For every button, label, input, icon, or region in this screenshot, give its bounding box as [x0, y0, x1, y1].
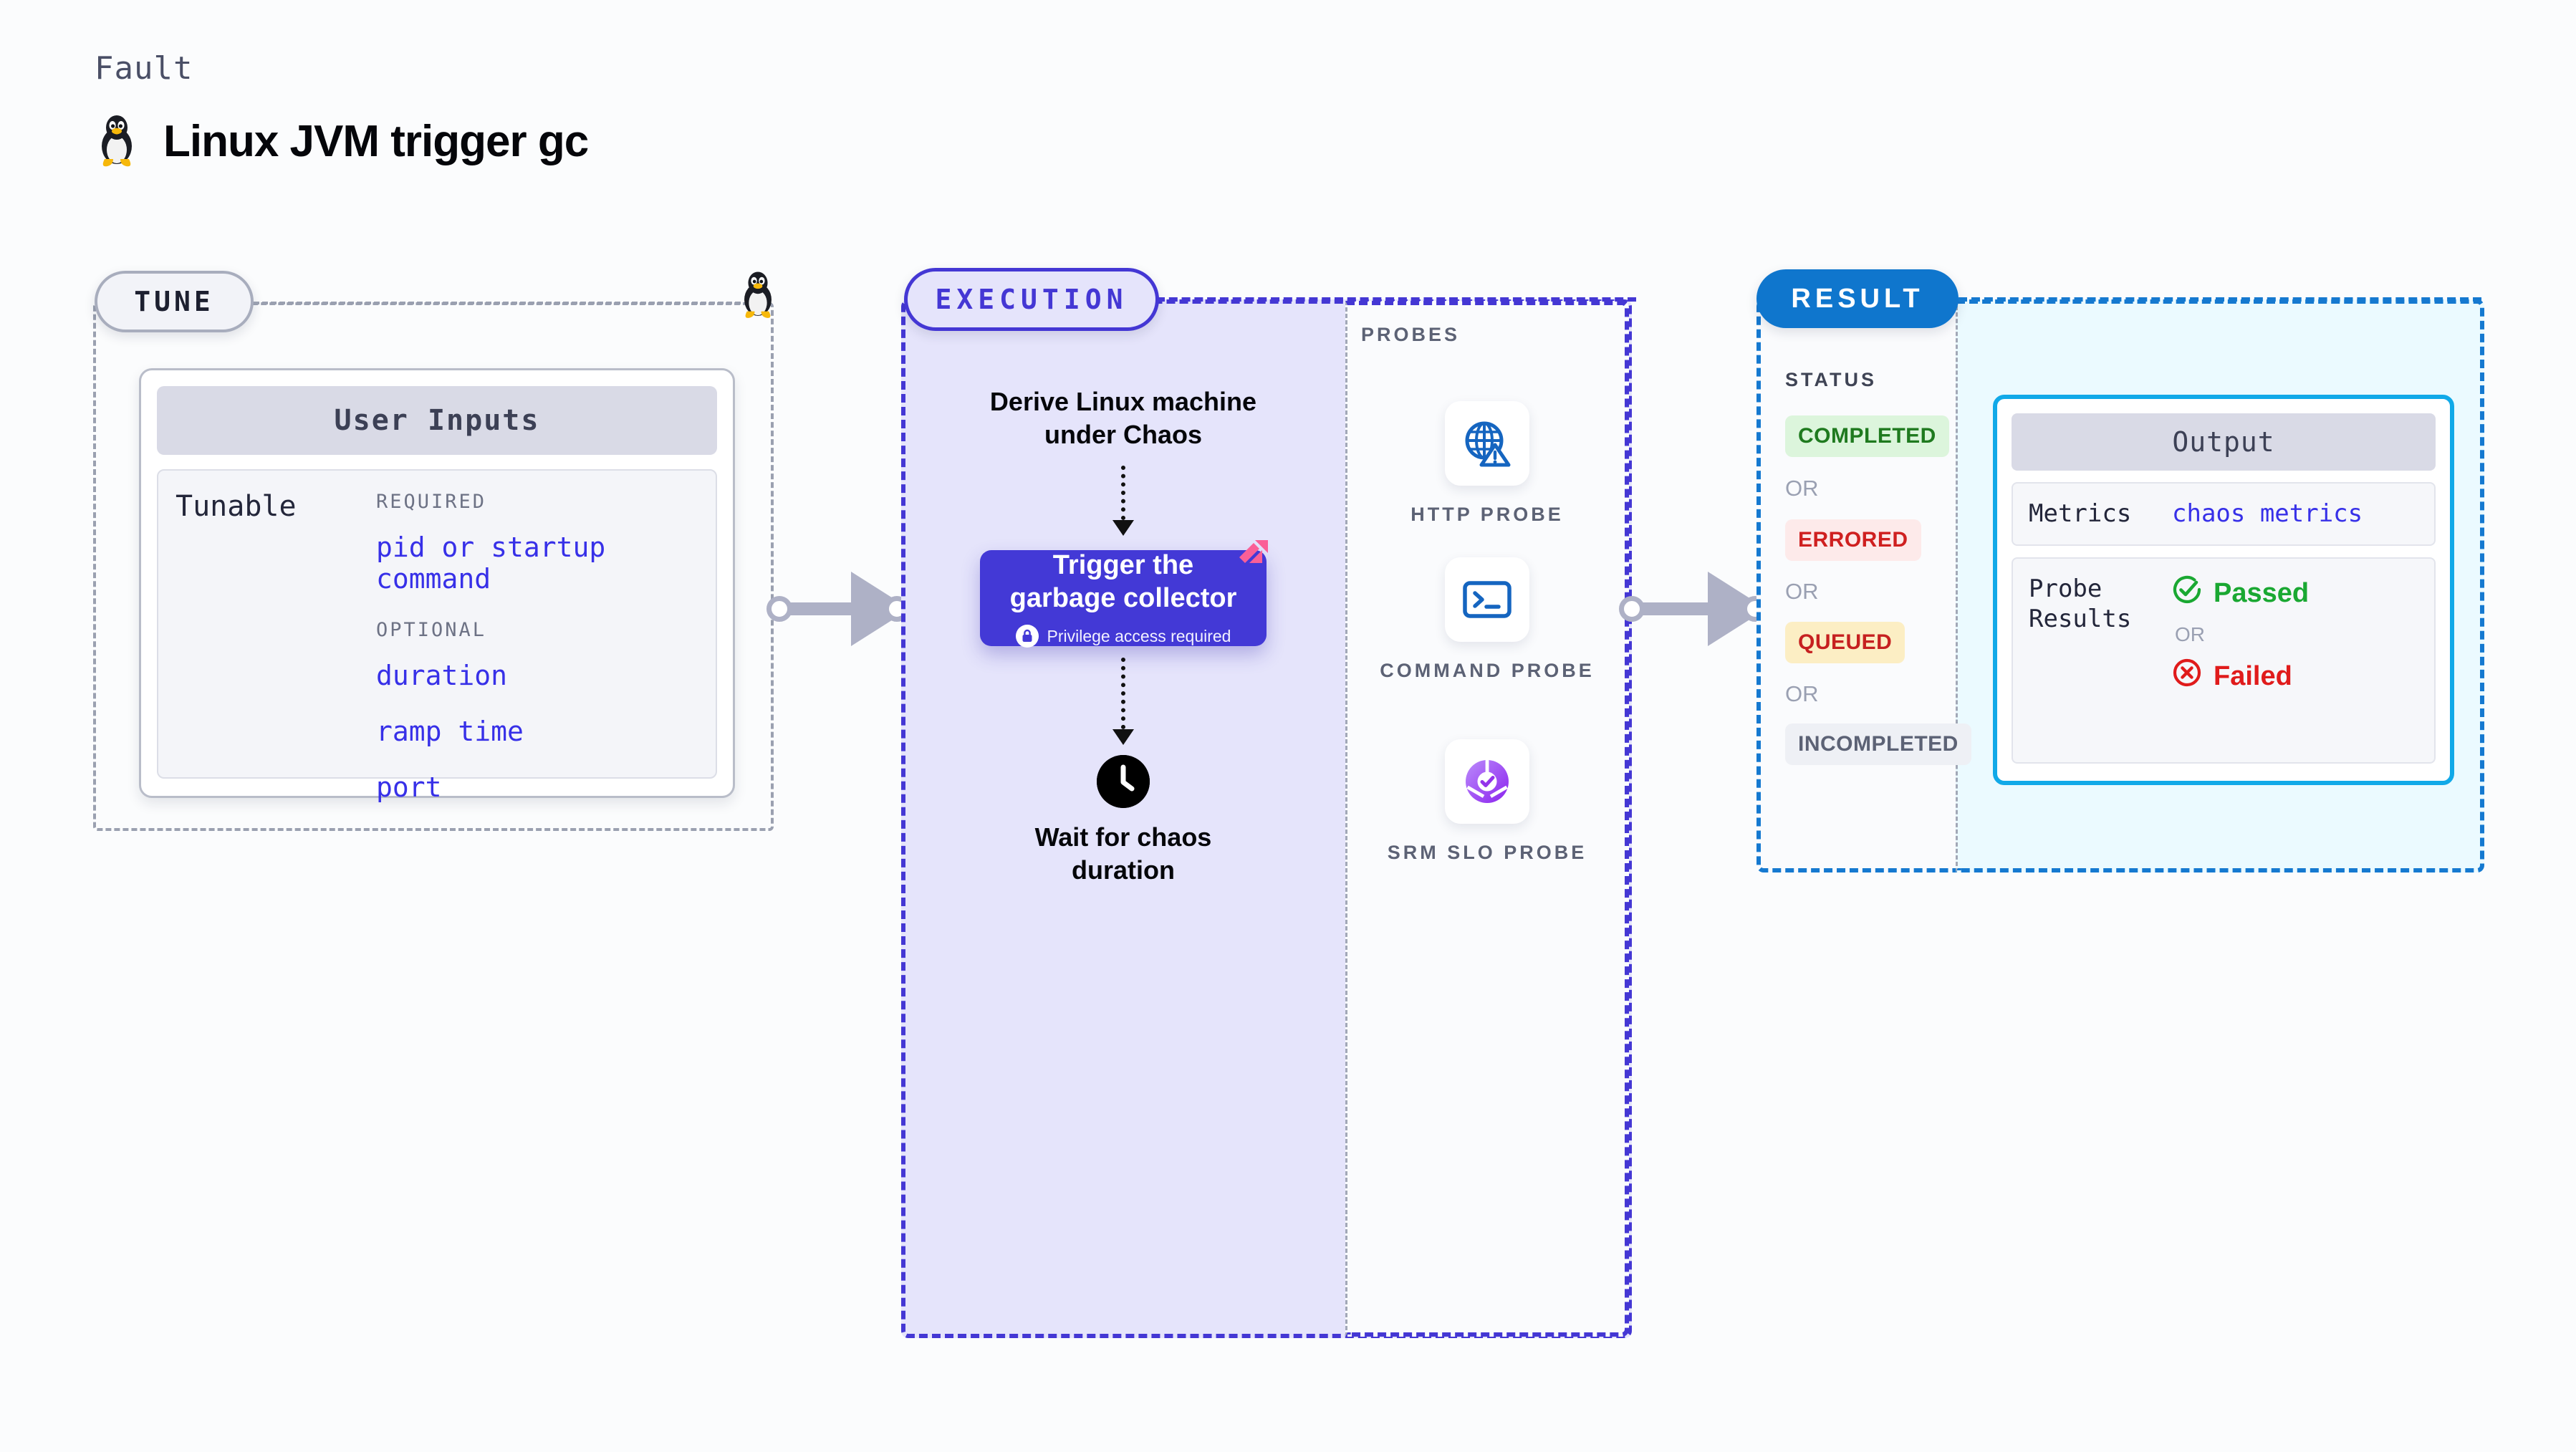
- probe-result-passed-label: Passed: [2214, 577, 2310, 608]
- probe-result-failed: Failed: [2172, 658, 2309, 695]
- status-badge-incompleted: INCOMPLETED: [1785, 723, 1971, 765]
- probe-command-label: COMMAND PROBE: [1380, 660, 1595, 681]
- arrow-start-dot: [766, 596, 792, 622]
- tune-stage-label: TUNE: [134, 286, 214, 317]
- execution-to-result-arrow: [1619, 572, 1769, 646]
- probe-result-failed-label: Failed: [2214, 660, 2292, 691]
- status-or-3: OR: [1785, 681, 1819, 706]
- result-stage-label: RESULT: [1791, 283, 1924, 314]
- page-title-text: Linux JVM trigger gc: [163, 116, 589, 166]
- x-circle-icon: [2172, 658, 2202, 695]
- status-or-2: OR: [1785, 579, 1819, 604]
- globe-warning-icon: [1445, 401, 1529, 486]
- privilege-note: Privilege access required: [1015, 625, 1231, 648]
- execution-step-derive-machine: Derive Linux machine under Chaos: [989, 387, 1257, 450]
- output-header-label: Output: [2172, 426, 2275, 458]
- output-card: Output Metrics chaos metrics Probe Resul…: [1993, 395, 2454, 785]
- check-circle-icon: [2172, 574, 2202, 612]
- tunable-duration[interactable]: duration: [376, 660, 508, 691]
- result-stage-pill[interactable]: RESULT: [1756, 269, 1959, 328]
- execution-flow: Derive Linux machine under Chaos Trigger…: [901, 299, 1345, 1338]
- probe-srm-slo[interactable]: SRM SLO PROBE: [1345, 739, 1629, 865]
- probe-result-or: OR: [2175, 623, 2205, 646]
- terminal-icon: [1445, 557, 1529, 642]
- tunable-row: Tunable REQUIRED pid or startup command …: [157, 469, 717, 803]
- tune-to-execution-arrow: [766, 572, 910, 646]
- slo-donut-check-icon: [1445, 739, 1529, 824]
- probes-section-title: PROBES: [1361, 324, 1461, 345]
- privilege-note-text: Privilege access required: [1047, 626, 1231, 645]
- result-stage-container: [1756, 299, 1957, 872]
- execution-stage-pill[interactable]: EXECUTION: [904, 268, 1159, 331]
- probe-http[interactable]: HTTP PROBE: [1345, 401, 1629, 527]
- probe-command[interactable]: COMMAND PROBE: [1345, 557, 1629, 683]
- tunable-ramp-time[interactable]: ramp time: [376, 716, 524, 747]
- execution-action-card[interactable]: Trigger the garbage collector Privilege …: [980, 540, 1268, 648]
- arrow-start-dot: [1619, 596, 1645, 622]
- clock-icon: [1097, 755, 1150, 808]
- arrow-line: [779, 602, 868, 615]
- status-or-1: OR: [1785, 476, 1819, 501]
- metrics-key: Metrics: [2029, 499, 2132, 528]
- fault-eyebrow: Fault: [95, 50, 193, 87]
- user-inputs-header: User Inputs: [157, 386, 717, 455]
- status-badge-completed: COMPLETED: [1785, 415, 1949, 457]
- tunable-port[interactable]: port: [376, 771, 442, 803]
- status-badge-queued: QUEUED: [1785, 622, 1905, 663]
- status-section-title: STATUS: [1785, 369, 1877, 390]
- lock-icon: [1015, 625, 1039, 648]
- tunable-values: REQUIRED pid or startup command OPTIONAL…: [376, 491, 698, 803]
- probe-result-passed: Passed: [2172, 574, 2309, 612]
- tunable-pid-or-startup-command[interactable]: pid or startup command: [376, 532, 606, 595]
- probe-results-key: Probe Results: [2029, 574, 2132, 633]
- linux-penguin-icon: [95, 115, 139, 168]
- execution-pill-connector: [1156, 297, 1636, 302]
- probe-http-label: HTTP PROBE: [1410, 504, 1564, 525]
- optional-group-label: OPTIONAL: [376, 619, 487, 641]
- step-connector-arrow-2: [1112, 658, 1134, 745]
- status-badge-errored: ERRORED: [1785, 519, 1921, 561]
- execution-action-title: Trigger the garbage collector: [1009, 549, 1237, 613]
- tunable-row-label: Tunable: [176, 490, 297, 523]
- probe-results-values: Passed OR Failed: [2172, 574, 2309, 695]
- required-group-label: REQUIRED: [376, 491, 487, 513]
- probe-srm-slo-label: SRM SLO PROBE: [1387, 842, 1587, 863]
- user-inputs-card: User Inputs Tunable REQUIRED pid or star…: [139, 368, 735, 803]
- user-inputs-header-label: User Inputs: [334, 404, 540, 437]
- tune-linux-penguin-icon: [738, 271, 778, 323]
- metrics-value[interactable]: chaos metrics: [2172, 499, 2363, 528]
- tune-stage-pill[interactable]: TUNE: [95, 271, 254, 332]
- metrics-row: Metrics chaos metrics: [2012, 482, 2436, 547]
- execution-step-wait-duration: Wait for chaos duration: [1034, 822, 1212, 885]
- litmus-logo-icon: [1226, 530, 1277, 580]
- arrow-line: [1632, 602, 1725, 615]
- result-pill-connector: [1959, 297, 2481, 302]
- page-title: Linux JVM trigger gc: [95, 115, 589, 168]
- step-connector-arrow-1: [1112, 466, 1134, 536]
- tune-pill-connector: [254, 302, 741, 304]
- output-header: Output: [2012, 413, 2436, 471]
- probe-results-row: Probe Results Passed OR: [2012, 557, 2436, 764]
- execution-stage-label: EXECUTION: [935, 284, 1128, 315]
